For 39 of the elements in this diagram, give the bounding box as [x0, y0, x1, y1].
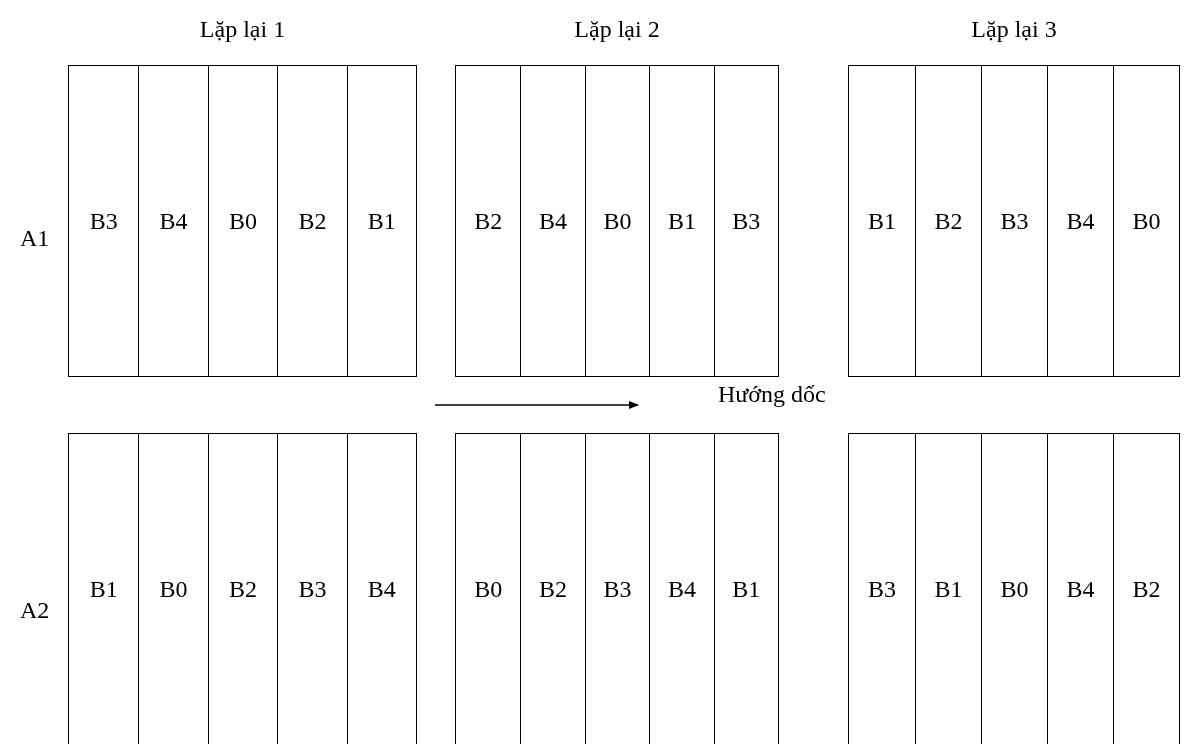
treatment-label: B1: [732, 576, 761, 603]
plot-block: [848, 433, 1180, 744]
treatment-label: B3: [1000, 207, 1029, 235]
treatment-label: B0: [1000, 576, 1029, 603]
treatment-label: B3: [603, 576, 632, 603]
row-label: A2: [20, 597, 50, 624]
treatment-label: B2: [298, 207, 327, 235]
treatment-label: B4: [367, 576, 396, 603]
treatment-label: B1: [667, 207, 696, 235]
treatment-label: B2: [539, 576, 568, 603]
replicate-heading: Lặp lại 2: [574, 16, 660, 42]
treatment-label: B4: [159, 207, 188, 235]
treatment-label: B4: [667, 576, 696, 603]
treatment-label: B1: [89, 576, 118, 603]
treatment-label: B3: [732, 207, 761, 235]
plot-block: [455, 433, 779, 744]
slope-direction-label: Hướng dốc: [718, 381, 826, 408]
treatment-label: B0: [603, 207, 632, 235]
treatment-label: B1: [934, 576, 963, 603]
treatment-label: B0: [159, 576, 188, 603]
treatment-label: B2: [474, 207, 503, 235]
treatment-label: B1: [367, 207, 396, 235]
row-label: A1: [20, 225, 50, 252]
treatment-label: B3: [868, 576, 896, 603]
treatment-label: B4: [1066, 576, 1095, 603]
treatment-label: B0: [1132, 207, 1161, 235]
treatment-label: B2: [229, 576, 257, 603]
plot-block: [68, 433, 417, 744]
treatment-label: B4: [1066, 207, 1095, 235]
treatment-label: B3: [298, 576, 327, 603]
replicate-heading: Lặp lại 1: [199, 16, 286, 42]
treatment-label: B2: [1132, 576, 1161, 603]
treatment-label: B4: [539, 207, 568, 235]
treatment-label: B2: [934, 207, 963, 235]
treatment-label: B3: [89, 207, 118, 235]
replicate-heading: Lặp lại 3: [971, 16, 1057, 42]
treatment-label: B1: [868, 207, 896, 235]
treatment-label: B0: [474, 576, 503, 603]
treatment-label: B0: [229, 207, 257, 235]
